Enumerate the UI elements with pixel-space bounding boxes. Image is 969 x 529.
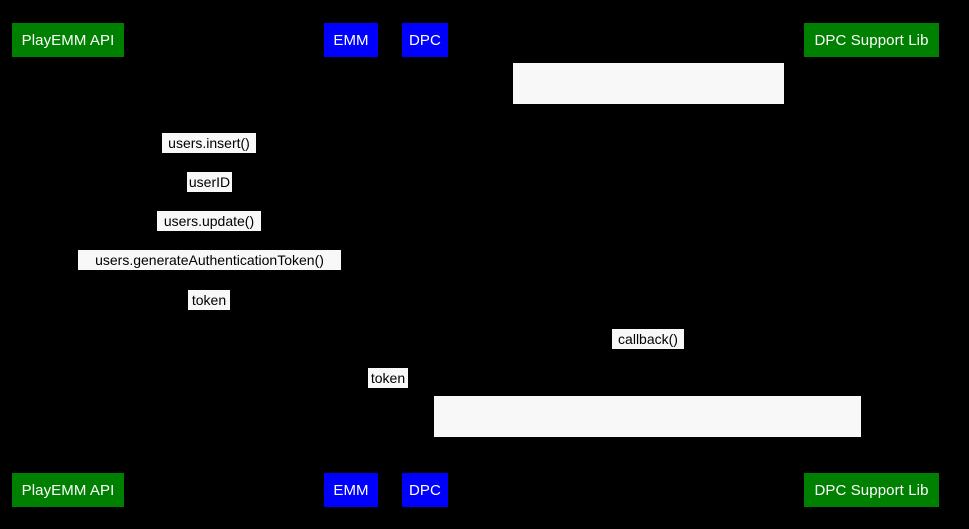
message-label-ensure-working-environment: androidForWorkAccountSupport .ensureWork… [513,63,784,177]
lifeline-header-dpc[interactable]: DPC [402,23,448,57]
lifeline-header-emm[interactable]: EMM [324,23,378,57]
message-label-token-upper: token [188,290,230,310]
message-label-users-update: users.update() [157,211,261,231]
message-label-users-insert-text: users.insert() [168,134,250,151]
lifeline-footer-dpc-label: DPC [409,481,441,499]
lifeline-header-emm-label: EMM [333,31,369,49]
lifeline-header-playemm-api-label: PlayEMM API [21,31,115,49]
message-label-generate-authentication-token-text: users.generateAuthenticationToken() [95,251,324,268]
lifeline-footer-dpc[interactable]: DPC [402,473,448,507]
message-label-ensure-working-environment-line1: androidForWorkAccountSupport [548,104,749,120]
message-label-user-id: userID [187,172,232,192]
lifeline-footer-emm-label: EMM [333,481,369,499]
message-label-token-lower-text: token [370,369,406,386]
message-label-users-insert: users.insert() [162,133,256,153]
lifeline-header-dpc-label: DPC [409,31,441,49]
message-label-ensure-working-environment-line2: .ensureWorkingEnvironment(callback) [530,161,767,177]
lifeline-header-dpc-support-lib-label: DPC Support Lib [814,31,929,49]
message-label-generate-authentication-token: users.generateAuthenticationToken() [78,250,341,270]
lifeline-footer-dpc-support-lib-label: DPC Support Lib [814,481,929,499]
message-label-token-upper-text: token [191,291,227,308]
message-label-callback-text: callback() [618,330,678,347]
message-label-add-android-for-work-account-line2: .addAndroidForWorkAccount(token, account… [460,494,835,510]
message-label-users-update-text: users.update() [163,212,255,229]
lifeline-footer-playemm-api-label: PlayEMM API [21,481,115,499]
message-label-user-id-text: userID [188,173,231,190]
message-label-add-android-for-work-account: androidForWorkAccountSupport .addAndroid… [434,396,861,510]
message-label-token-lower: token [368,368,408,388]
message-label-callback: callback() [612,329,684,349]
lifeline-footer-playemm-api[interactable]: PlayEMM API [12,473,124,507]
lifeline-header-dpc-support-lib[interactable]: DPC Support Lib [804,23,939,57]
lifeline-footer-emm[interactable]: EMM [324,473,378,507]
message-label-add-android-for-work-account-line1: androidForWorkAccountSupport [547,437,748,453]
lifeline-footer-dpc-support-lib[interactable]: DPC Support Lib [804,473,939,507]
lifeline-header-playemm-api[interactable]: PlayEMM API [12,23,124,57]
